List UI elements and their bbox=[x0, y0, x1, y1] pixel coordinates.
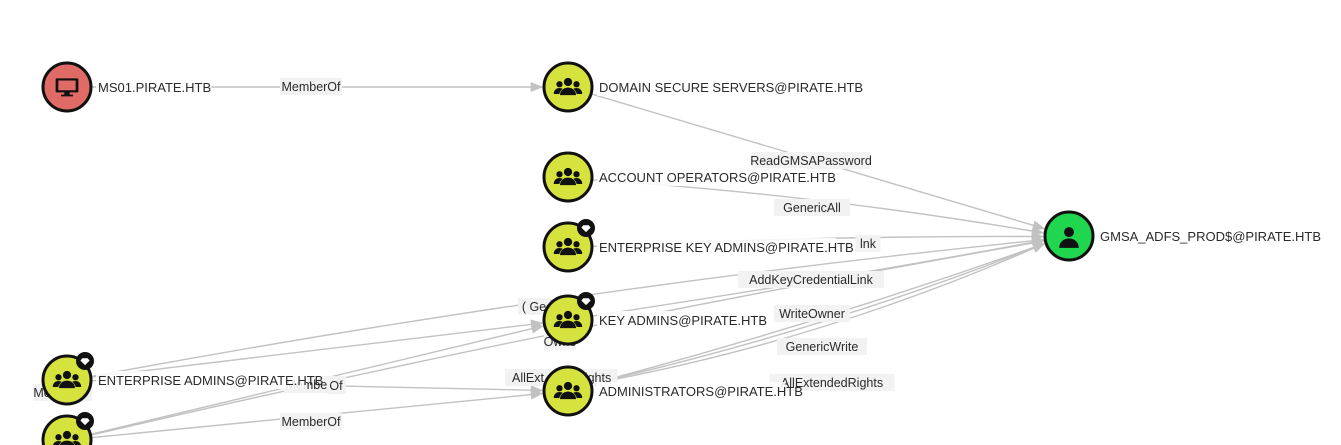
node-ao[interactable]: ACCOUNT OPERATORS@PIRATE.HTB bbox=[542, 151, 836, 203]
edge-label[interactable]: AllExtendedRights bbox=[769, 374, 895, 391]
edge-label[interactable]: MemberOf bbox=[280, 413, 342, 430]
node-label: ACCOUNT OPERATORS@PIRATE.HTB bbox=[599, 170, 836, 185]
edge-line[interactable] bbox=[90, 319, 544, 378]
edge-label-text: GenericAll bbox=[783, 201, 841, 215]
edge-label-text: AllExtendedRights bbox=[781, 376, 883, 390]
node-label: ENTERPRISE ADMINS@PIRATE.HTB bbox=[98, 373, 323, 388]
edge-label-text: GenericWrite bbox=[786, 340, 859, 354]
group-node-circle[interactable] bbox=[542, 294, 594, 346]
edge-label-text: ReadGMSAPassword bbox=[750, 154, 872, 168]
edge-label-fragment-text: lnk bbox=[860, 237, 877, 251]
node-adm[interactable]: ADMINISTRATORS@PIRATE.HTB bbox=[542, 365, 803, 417]
node-eka[interactable]: ENTERPRISE KEY ADMINS@PIRATE.HTB bbox=[542, 219, 854, 273]
edge-label-fragment: AllExt bbox=[505, 369, 551, 386]
edge-line[interactable] bbox=[590, 243, 1046, 385]
node-ea[interactable]: ENTERPRISE ADMINS@PIRATE.HTB bbox=[41, 352, 323, 406]
computer-node-circle[interactable] bbox=[41, 61, 93, 113]
node-label: ENTERPRISE KEY ADMINS@PIRATE.HTB bbox=[599, 240, 854, 255]
group-node-circle[interactable] bbox=[542, 151, 594, 203]
edge-label-text: AddKeyCredentialLink bbox=[749, 273, 873, 287]
edge-label-fragment: Of bbox=[327, 377, 345, 394]
node-gmsa[interactable]: GMSA_ADFS_PROD$@PIRATE.HTB bbox=[1043, 210, 1321, 262]
group-node-circle[interactable] bbox=[542, 61, 594, 113]
edge-label[interactable]: GenericAll bbox=[774, 199, 850, 216]
node-label: ADMINISTRATORS@PIRATE.HTB bbox=[599, 384, 803, 399]
node-dss[interactable]: DOMAIN SECURE SERVERS@PIRATE.HTB bbox=[542, 61, 863, 113]
edge-label[interactable]: WriteOwner bbox=[774, 305, 850, 322]
edge-label-text: WriteOwner bbox=[779, 307, 845, 321]
edge-label-fragment-text: AllExt bbox=[512, 371, 544, 385]
group-node-circle[interactable] bbox=[41, 354, 93, 406]
group-node-circle[interactable] bbox=[542, 365, 594, 417]
edge-label[interactable]: ReadGMSAPassword bbox=[750, 152, 872, 169]
edge-label[interactable]: GenericWrite bbox=[777, 338, 867, 355]
node-ms01[interactable]: MS01.PIRATE.HTB bbox=[41, 61, 212, 113]
edge-label-fragment: lnk bbox=[855, 235, 881, 252]
node-ka[interactable]: KEY ADMINS@PIRATE.HTB bbox=[542, 292, 767, 346]
node-label: MS01.PIRATE.HTB bbox=[98, 80, 211, 95]
edge-label-text: MemberOf bbox=[281, 80, 341, 94]
edge-label[interactable]: AddKeyCredentialLink bbox=[738, 271, 884, 288]
edge-label-fragment-text: ( Ge bbox=[522, 300, 546, 314]
edge-line[interactable] bbox=[590, 243, 1046, 385]
edge-label-text: MemberOf bbox=[281, 415, 341, 429]
node-da[interactable] bbox=[41, 412, 94, 445]
node-label: KEY ADMINS@PIRATE.HTB bbox=[599, 313, 767, 328]
group-node-circle[interactable] bbox=[542, 221, 594, 273]
edge-label-fragment: ( Ge bbox=[518, 298, 550, 315]
edge-label-fragment-text: Of bbox=[329, 379, 343, 393]
edge-label[interactable]: MemberOf bbox=[280, 78, 342, 95]
node-label: GMSA_ADFS_PROD$@PIRATE.HTB bbox=[1100, 229, 1321, 244]
node-label: DOMAIN SECURE SERVERS@PIRATE.HTB bbox=[599, 80, 863, 95]
